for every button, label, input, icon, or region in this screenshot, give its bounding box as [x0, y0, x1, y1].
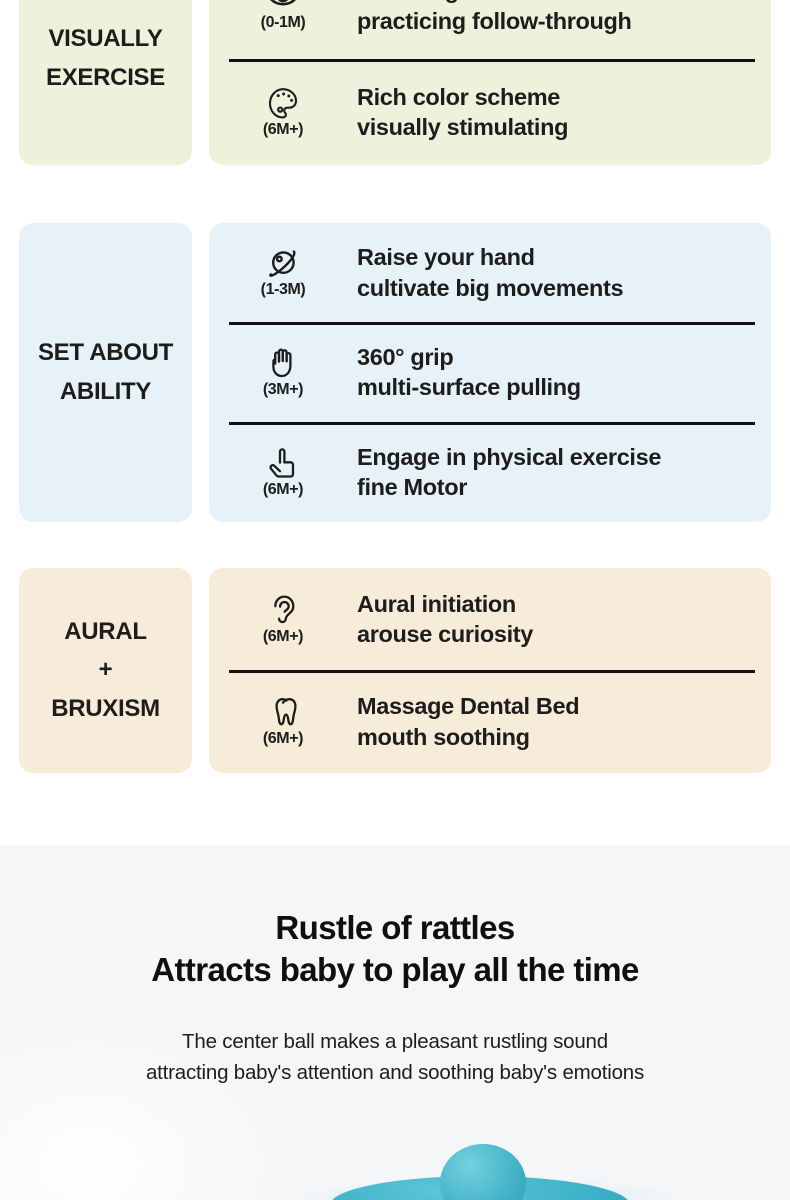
promo-subtext: The center ball makes a pleasant rustlin…: [145, 1030, 645, 1084]
promo-section: Rustle of rattles Attracts baby to play …: [0, 845, 790, 1200]
product-center-ball: [440, 1144, 526, 1200]
feature-item: (6M+) Massage Dental Bed mouth soothing: [209, 670, 771, 773]
tooth-icon: [266, 695, 300, 729]
feature-item: (6M+) Rich color scheme visually stimulat…: [209, 59, 771, 165]
eye-icon: [266, 0, 300, 13]
feature-item: (6M+) Engage in physical exercise fine Mo…: [209, 422, 771, 522]
product-shadow: [300, 1176, 680, 1200]
feature-item-text: Rich color scheme visually stimulating: [357, 83, 569, 140]
feature-item-text: Massage Dental Bed mouth soothing: [357, 693, 580, 750]
feature-item: (1-3M) Raise your hand cultivate big move…: [209, 223, 771, 322]
age-range-label: (6M+): [262, 730, 304, 747]
feature-items-card: (0-1M) Grabbing attention practicing foll…: [209, 0, 771, 165]
category-card: SET ABOUT ABILITY: [19, 223, 192, 522]
age-range-label: (1-3M): [260, 281, 306, 298]
category-card: VISUALLY EXERCISE: [19, 0, 192, 165]
pointing-finger-icon: [266, 446, 300, 480]
palette-icon: [266, 86, 300, 120]
feature-item-icon-group: (6M+): [209, 695, 357, 748]
feature-row: AURAL + BRUXISM (6M+) Aural initiation aro…: [0, 568, 790, 773]
feature-item-text: Aural initiation arouse curiosity: [357, 590, 533, 647]
feature-item-text: Raise your hand cultivate big movements: [357, 244, 624, 301]
age-range-label: (6M+): [262, 480, 304, 498]
feature-item-icon-group: (3M+): [209, 346, 357, 399]
category-card: AURAL + BRUXISM: [19, 568, 192, 773]
product-photo: [0, 1130, 790, 1200]
planet-icon: [266, 246, 300, 280]
promo-heading: Rustle of rattles Attracts baby to play …: [151, 909, 639, 989]
feature-item-icon-group: (6M+): [209, 86, 357, 139]
feature-item-text: 360° grip multi-surface pulling: [357, 343, 581, 400]
feature-item-text: Grabbing attention practicing follow-thr…: [357, 0, 632, 34]
feature-item-icon-group: (0-1M): [209, 0, 357, 32]
feature-item: (0-1M) Grabbing attention practicing foll…: [209, 0, 771, 59]
ear-icon: [266, 593, 300, 627]
feature-item: (6M+) Aural initiation arouse curiosity: [209, 568, 771, 670]
age-range-label: (3M+): [262, 380, 304, 398]
feature-item-icon-group: (6M+): [209, 593, 357, 646]
age-range-label: (6M+): [262, 120, 304, 138]
feature-item-icon-group: (1-3M): [209, 246, 357, 299]
age-range-label: (0-1M): [260, 14, 306, 31]
feature-row: VISUALLY EXERCISE (0-1M) Grabbing attentio…: [0, 0, 790, 165]
product-ring: [330, 1176, 630, 1200]
age-range-label: (6M+): [262, 627, 304, 645]
open-hand-icon: [266, 346, 300, 380]
feature-items-card: (1-3M) Raise your hand cultivate big move…: [209, 223, 771, 522]
category-title: VISUALLY EXERCISE: [46, 25, 165, 91]
feature-items-card: (6M+)Aural initiation arouse curiosity(6…: [209, 568, 771, 773]
feature-item-text: Engage in physical exercise fine Motor: [357, 443, 662, 500]
feature-item: (3M+) 360° grip multi-surface pulling: [209, 322, 771, 422]
feature-row: SET ABOUT ABILITY (1-3M) Raise your hand c…: [0, 223, 790, 522]
category-title: AURAL + BRUXISM: [51, 617, 160, 722]
category-title: SET ABOUT ABILITY: [37, 339, 174, 405]
feature-item-icon-group: (6M+): [209, 446, 357, 499]
